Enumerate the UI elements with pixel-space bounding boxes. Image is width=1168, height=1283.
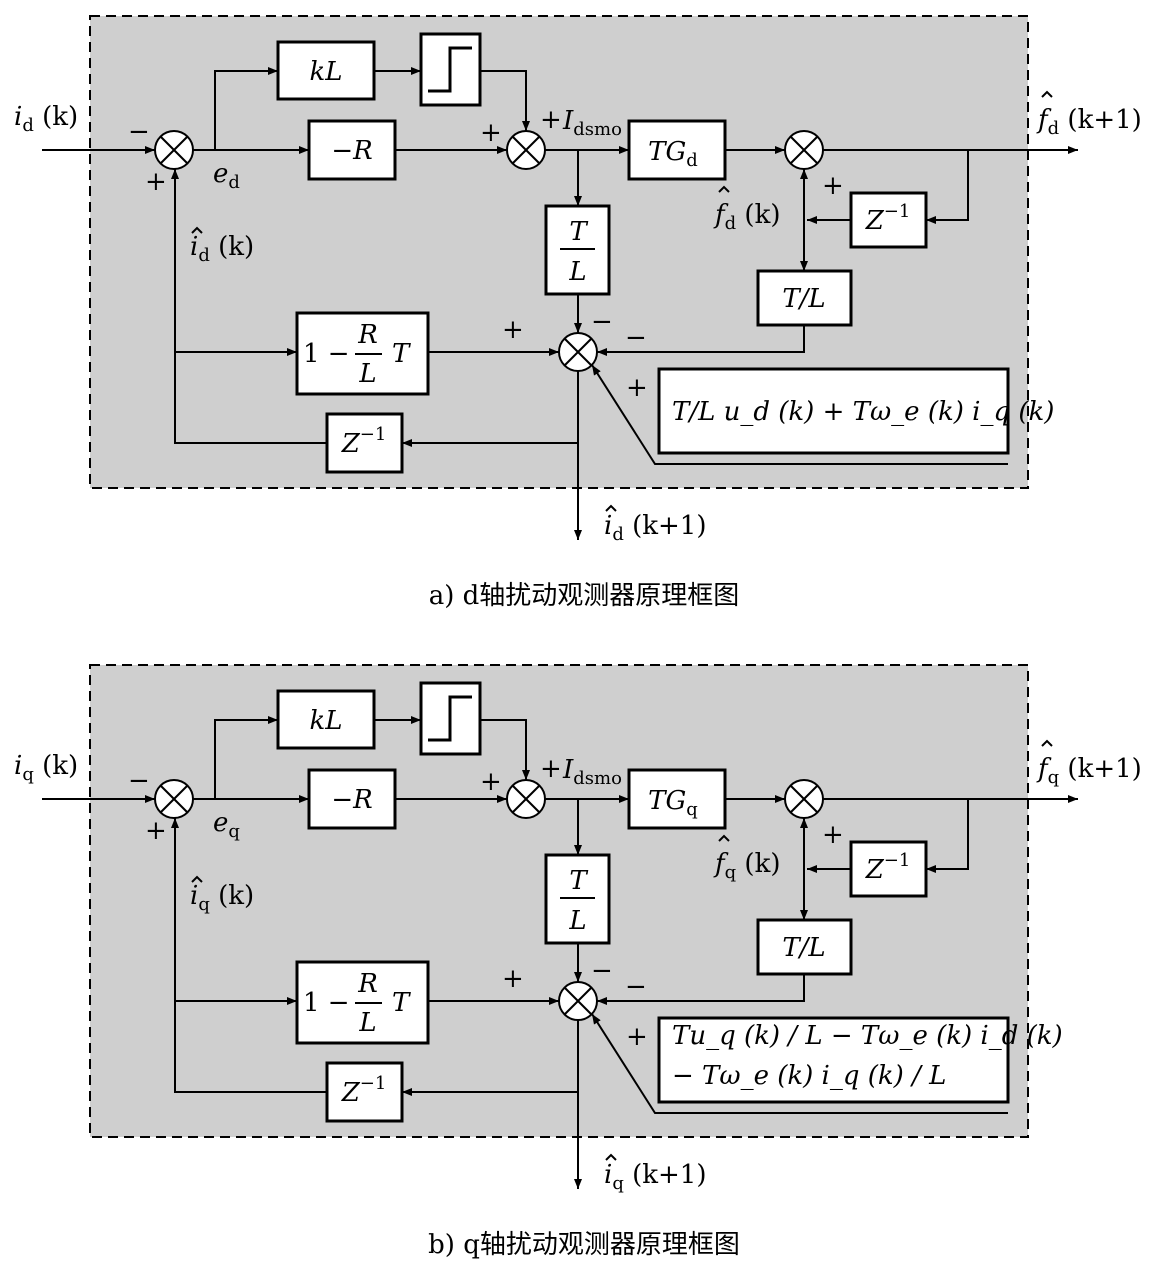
sign-minus-error: − (128, 117, 150, 147)
summing-junction-current (558, 981, 598, 1021)
sign-function-icon (428, 46, 472, 93)
minus-R-label: −R (331, 785, 372, 815)
next-current-estimate-label: id (k+1) (604, 511, 707, 545)
T-over-L-fraction-block (544, 853, 611, 945)
summing-junction-error (154, 130, 194, 170)
sign-plus-error: + (145, 816, 167, 846)
hat-accent-icon (605, 504, 617, 512)
T-slash-L-label: T/L (782, 933, 825, 963)
input-term-line-0: Tu_q (k) / L − Tω_e (k) i_d (k) (672, 1021, 1063, 1051)
summing-junction-disturbance (784, 130, 824, 170)
input-current-label: id (k) (14, 102, 78, 136)
kL-label: kL (309, 57, 342, 87)
sign-minus-current-right: − (625, 323, 647, 353)
sign-plus-smo-left: + (480, 767, 502, 797)
input-voltage-term-block (657, 1016, 1010, 1104)
input-voltage-term-block (657, 367, 1010, 455)
T-multiplier-label: T (392, 339, 411, 369)
sign-plus-disturbance: + (822, 171, 844, 201)
kL-block (276, 40, 376, 101)
fraction-L-label: L (358, 1008, 376, 1038)
sign-minus-current-right: − (625, 972, 647, 1002)
hat-accent-icon (1041, 90, 1053, 98)
hat-accent-icon (191, 875, 203, 883)
sign-minus-error: − (128, 766, 150, 796)
hat-accent-icon (718, 834, 730, 842)
z-inverse-feedback-label: Z−1 (865, 201, 911, 236)
error-signal-label: eq (213, 808, 240, 842)
minus-R-block (307, 768, 397, 830)
fraction-L-label: L (358, 359, 376, 389)
signal-lines (42, 67, 1078, 540)
summing-junction-current (558, 332, 598, 372)
q-axis-observer-diagram: − + + + + + − − + iq (k) eq iq (k) kL −R TGq I… (14, 664, 1142, 1260)
z-inverse-feedback-block (849, 191, 928, 249)
minus-R-label: −R (331, 136, 372, 166)
sign-function-icon (428, 695, 472, 742)
signal-lines (42, 716, 1078, 1189)
T-slash-L-label: T/L (782, 284, 825, 314)
z-inverse-feedback-label: Z−1 (865, 850, 911, 885)
sign-minus-current-top: − (591, 307, 613, 337)
z-inverse-state-label: Z−1 (341, 424, 387, 459)
sign-plus-current-left: + (502, 964, 524, 994)
diagram-caption: a) d轴扰动观测器原理框图 (429, 581, 740, 611)
hat-accent-icon (718, 185, 730, 193)
fraction-denominator-L: L (568, 906, 586, 936)
hat-accent-icon (605, 1153, 617, 1161)
diagram-caption: b) q轴扰动观测器原理框图 (428, 1230, 740, 1260)
fraction-numerator-T: T (569, 217, 588, 247)
input-term-line-1: − Tω_e (k) i_q (k) / L (672, 1061, 946, 1091)
summing-junction-smo (506, 130, 546, 170)
sign-plus-smo-top: + (540, 754, 562, 784)
fraction-denominator-L: L (568, 257, 586, 287)
one-minus-label: 1 − (303, 339, 350, 369)
disturbance-estimate-label: fd (k) (713, 200, 780, 234)
disturbance-estimate-label: fq (k) (713, 849, 780, 883)
estimated-current-label: id (k) (190, 232, 254, 266)
d-axis-observer-diagram: − + + + + + − − + id (k) ed id (k) kL −R TGd I… (14, 15, 1142, 611)
smo-current-label: Idsmo (562, 106, 622, 140)
smo-current-label: Idsmo (562, 755, 622, 789)
sign-plus-current-bottom: + (626, 373, 648, 403)
disturbance-output-label: fq (k+1) (1036, 754, 1142, 788)
next-current-estimate-label: iq (k+1) (604, 1160, 707, 1194)
hat-accent-icon (1041, 739, 1053, 747)
fraction-R-label: R (357, 969, 378, 999)
TG-block (627, 768, 727, 830)
sign-plus-current-bottom: + (626, 1022, 648, 1052)
sign-plus-smo-top: + (540, 105, 562, 135)
error-signal-label: ed (213, 159, 240, 193)
T-multiplier-label: T (392, 988, 411, 1018)
summing-junction-smo (506, 779, 546, 819)
summing-junction-disturbance (784, 779, 824, 819)
input-term-line-0: T/L u_d (k) + Tω_e (k) i_q (k) (672, 397, 1054, 427)
TG-label: TGd (648, 137, 698, 171)
sign-plus-disturbance: + (822, 820, 844, 850)
sign-plus-smo-left: + (480, 118, 502, 148)
T-slash-L-block (756, 918, 853, 976)
sign-plus-current-left: + (502, 315, 524, 345)
z-inverse-state-label: Z−1 (341, 1073, 387, 1108)
sign-minus-current-top: − (591, 956, 613, 986)
disturbance-output-label: fd (k+1) (1036, 105, 1142, 139)
estimated-current-label: iq (k) (190, 881, 254, 915)
fraction-R-label: R (357, 320, 378, 350)
TG-label: TGq (648, 786, 698, 820)
input-current-label: iq (k) (14, 751, 78, 785)
summing-junction-error (154, 779, 194, 819)
hat-accent-icon (191, 226, 203, 234)
kL-label: kL (309, 706, 342, 736)
fraction-numerator-T: T (569, 866, 588, 896)
sign-plus-error: + (145, 167, 167, 197)
one-minus-label: 1 − (303, 988, 350, 1018)
